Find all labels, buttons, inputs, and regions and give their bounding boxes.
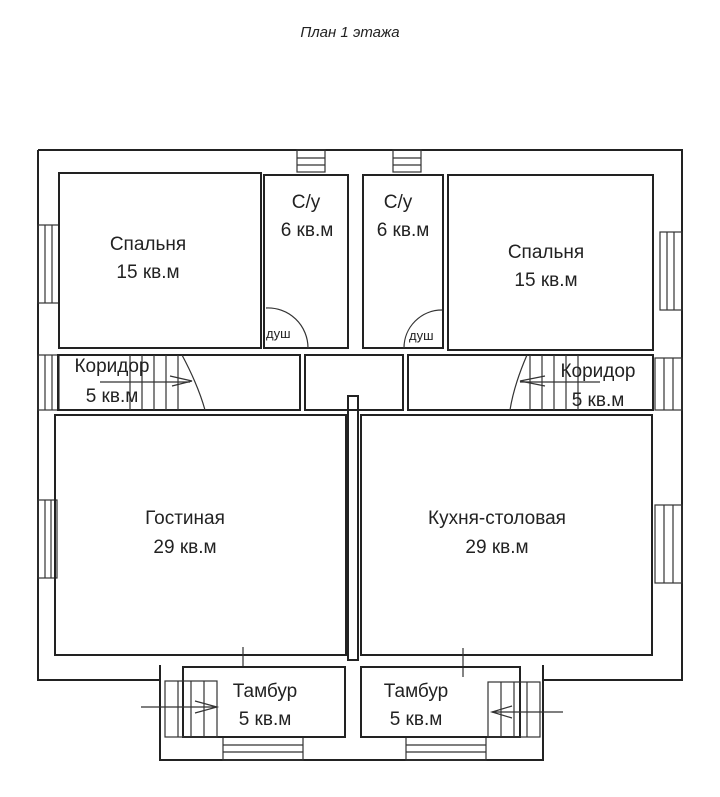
room-label: Спальня xyxy=(508,242,584,263)
room-label: Спальня xyxy=(110,234,186,255)
room-corridor-right: Коридор 5 кв.м xyxy=(407,354,654,411)
plan-title: План 1 этажа xyxy=(300,24,399,41)
room-label: С/у xyxy=(292,192,321,213)
room-label: 15 кв.м xyxy=(116,262,179,283)
stairs-icon xyxy=(509,354,600,411)
entry-steps-icon xyxy=(487,681,563,738)
room-label: Гостиная xyxy=(145,508,225,529)
room-label: Коридор xyxy=(560,361,635,382)
room-label: 29 кв.м xyxy=(153,537,216,558)
room-vestibule-right: Тамбур 5 кв.м xyxy=(360,666,563,738)
room-bedroom-left: Спальня 15 кв.м xyxy=(58,172,262,349)
room-vestibule-left: Тамбур 5 кв.м xyxy=(141,666,346,738)
outer-wall xyxy=(37,149,683,681)
room-living: Гостиная 29 кв.м xyxy=(54,414,347,667)
room-label: 5 кв.м xyxy=(239,709,292,730)
room-corridor-left: Коридор 5 кв.м xyxy=(57,354,301,411)
room-label: 5 кв.м xyxy=(572,390,625,411)
shower-door-arc xyxy=(265,307,309,349)
room-kitchen: Кухня-столовая 29 кв.м xyxy=(360,414,653,677)
hall-center xyxy=(304,354,404,411)
room-label: 6 кв.м xyxy=(281,220,334,241)
room-label: Тамбур xyxy=(384,681,449,702)
room-label: 5 кв.м xyxy=(390,709,443,730)
room-label: Тамбур xyxy=(233,681,298,702)
room-label: 5 кв.м xyxy=(86,386,139,407)
room-label: С/у xyxy=(384,192,413,213)
room-label: душ xyxy=(266,326,291,341)
room-label: Коридор xyxy=(74,356,149,377)
shower-door-arc xyxy=(403,309,443,349)
partition-wall xyxy=(347,395,359,661)
entry-steps-icon xyxy=(141,680,220,738)
stairs-icon xyxy=(100,354,206,411)
room-label: 29 кв.м xyxy=(465,537,528,558)
room-label: душ xyxy=(409,328,434,343)
room-label: 6 кв.м xyxy=(377,220,430,241)
room-bedroom-right: Спальня 15 кв.м xyxy=(447,174,654,351)
room-label: 15 кв.м xyxy=(514,270,577,291)
room-bathroom-left: С/у 6 кв.м душ xyxy=(263,174,349,349)
room-bathroom-right: С/у 6 кв.м душ xyxy=(362,174,444,349)
room-label: Кухня-столовая xyxy=(428,508,566,529)
